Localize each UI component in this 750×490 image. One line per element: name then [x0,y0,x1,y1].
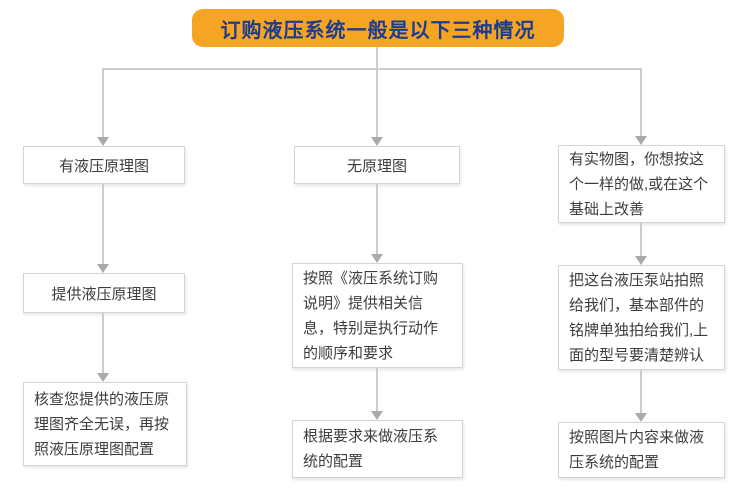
arrow-down-icon [635,136,647,145]
arrow-down-icon [635,256,647,265]
connector-line [640,223,642,257]
flowchart-title: 订购液压系统一般是以下三种情况 [192,9,564,47]
arrow-down-icon [97,373,109,382]
arrow-down-icon [371,137,383,146]
arrow-down-icon [97,137,109,146]
flow-step-box: 提供液压原理图 [23,273,185,313]
flow-step-box: 根据要求来做液压系统的配置 [292,420,463,478]
connector-line [102,68,104,139]
connector-line [640,370,642,414]
flow-step-box: 按照图片内容来做液压系统的配置 [558,422,725,478]
connector-line [376,47,378,69]
arrow-down-icon [635,413,647,422]
flow-step-box: 核查您提供的液压原理图齐全无误，再按照液压原理图配置 [23,382,187,466]
connector-line [102,68,642,70]
flow-step-box: 有实物图，你想按这个一样的做,或在这个基础上改善 [558,145,725,223]
connector-line [376,184,378,255]
flow-step-box: 有液压原理图 [23,146,185,184]
flow-step-box: 按照《液压系统订购说明》提供相关信息，特别是执行动作的顺序和要求 [292,263,463,368]
flow-step-box: 把这台液压泵站拍照给我们，基本部件的铭牌单独拍给我们,上面的型号要清楚辨认 [558,265,725,370]
connector-line [102,184,104,265]
arrow-down-icon [371,411,383,420]
arrow-down-icon [97,264,109,273]
connector-line [376,368,378,412]
connector-line [376,68,378,139]
connector-line [102,313,104,374]
arrow-down-icon [371,254,383,263]
connector-line [640,68,642,138]
flow-step-box: 无原理图 [294,146,460,184]
